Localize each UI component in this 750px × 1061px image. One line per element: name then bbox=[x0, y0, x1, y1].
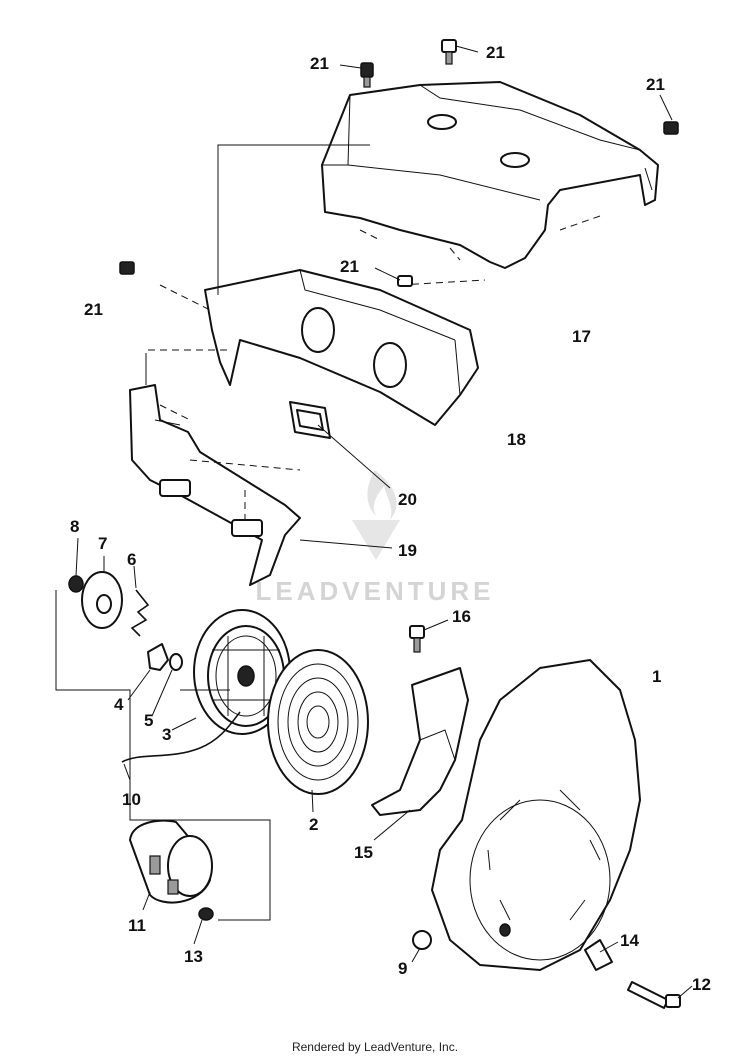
lower-guard-part bbox=[129, 384, 301, 586]
callout-6: 6 bbox=[127, 550, 136, 569]
callout-21-e: 21 bbox=[84, 300, 103, 319]
callout-21-c: 21 bbox=[646, 75, 665, 94]
watermark-text: LEADVENTURE bbox=[255, 576, 494, 606]
gasket-part bbox=[289, 401, 331, 439]
recoil-spring-part bbox=[267, 649, 369, 795]
cup-screw-part bbox=[198, 907, 214, 921]
callout-21-b: 21 bbox=[486, 43, 505, 62]
callout-1: 1 bbox=[652, 667, 661, 686]
bolt-part bbox=[409, 625, 425, 653]
screw-21-top-right bbox=[441, 39, 457, 65]
callouts: 21 21 21 21 21 17 18 20 19 8 7 6 16 1 4 … bbox=[70, 43, 711, 994]
watermark: LEADVENTURE bbox=[255, 470, 494, 606]
screw-21-right bbox=[663, 121, 679, 135]
callout-5: 5 bbox=[144, 711, 153, 730]
housing-clip-part bbox=[584, 939, 613, 971]
footer-credit: Rendered by LeadVenture, Inc. bbox=[291, 1040, 459, 1054]
callout-4: 4 bbox=[114, 695, 124, 714]
group-outline-lines bbox=[55, 590, 271, 921]
leader-lines bbox=[75, 45, 693, 999]
callout-18: 18 bbox=[507, 430, 526, 449]
guide-bracket-part bbox=[371, 667, 469, 816]
callout-13: 13 bbox=[184, 947, 203, 966]
starter-cup-part bbox=[129, 819, 213, 904]
housing-nut-part bbox=[412, 930, 432, 950]
callout-7: 7 bbox=[98, 534, 107, 553]
screw-21-top bbox=[360, 62, 374, 88]
callout-10: 10 bbox=[122, 790, 141, 809]
alignment-lines-upper bbox=[145, 144, 601, 520]
bracket-part bbox=[204, 269, 479, 426]
retainer-plate-part bbox=[81, 571, 123, 629]
pawl-part bbox=[147, 643, 169, 671]
callout-16: 16 bbox=[452, 607, 471, 626]
callout-11: 11 bbox=[128, 916, 146, 935]
callout-3: 3 bbox=[162, 725, 171, 744]
callout-9: 9 bbox=[398, 959, 407, 978]
screw-21-left bbox=[119, 261, 135, 275]
callout-21-a: 21 bbox=[310, 54, 329, 73]
callout-17: 17 bbox=[572, 327, 591, 346]
long-bolt-part bbox=[627, 981, 681, 1009]
nut-part bbox=[68, 575, 84, 593]
callout-2: 2 bbox=[309, 815, 318, 834]
callout-15: 15 bbox=[354, 843, 373, 862]
callout-14: 14 bbox=[620, 931, 639, 950]
blower-housing-part bbox=[431, 659, 641, 971]
small-spring-part bbox=[169, 653, 183, 671]
shroud-cover-part bbox=[321, 81, 659, 269]
callout-21-d: 21 bbox=[340, 257, 359, 276]
spring-clip-part bbox=[130, 589, 150, 637]
screw-21-center bbox=[397, 275, 413, 287]
callout-8: 8 bbox=[70, 517, 79, 536]
starter-rope-part bbox=[121, 711, 241, 763]
callout-20: 20 bbox=[398, 490, 417, 509]
callout-19: 19 bbox=[398, 541, 417, 560]
callout-12: 12 bbox=[692, 975, 711, 994]
